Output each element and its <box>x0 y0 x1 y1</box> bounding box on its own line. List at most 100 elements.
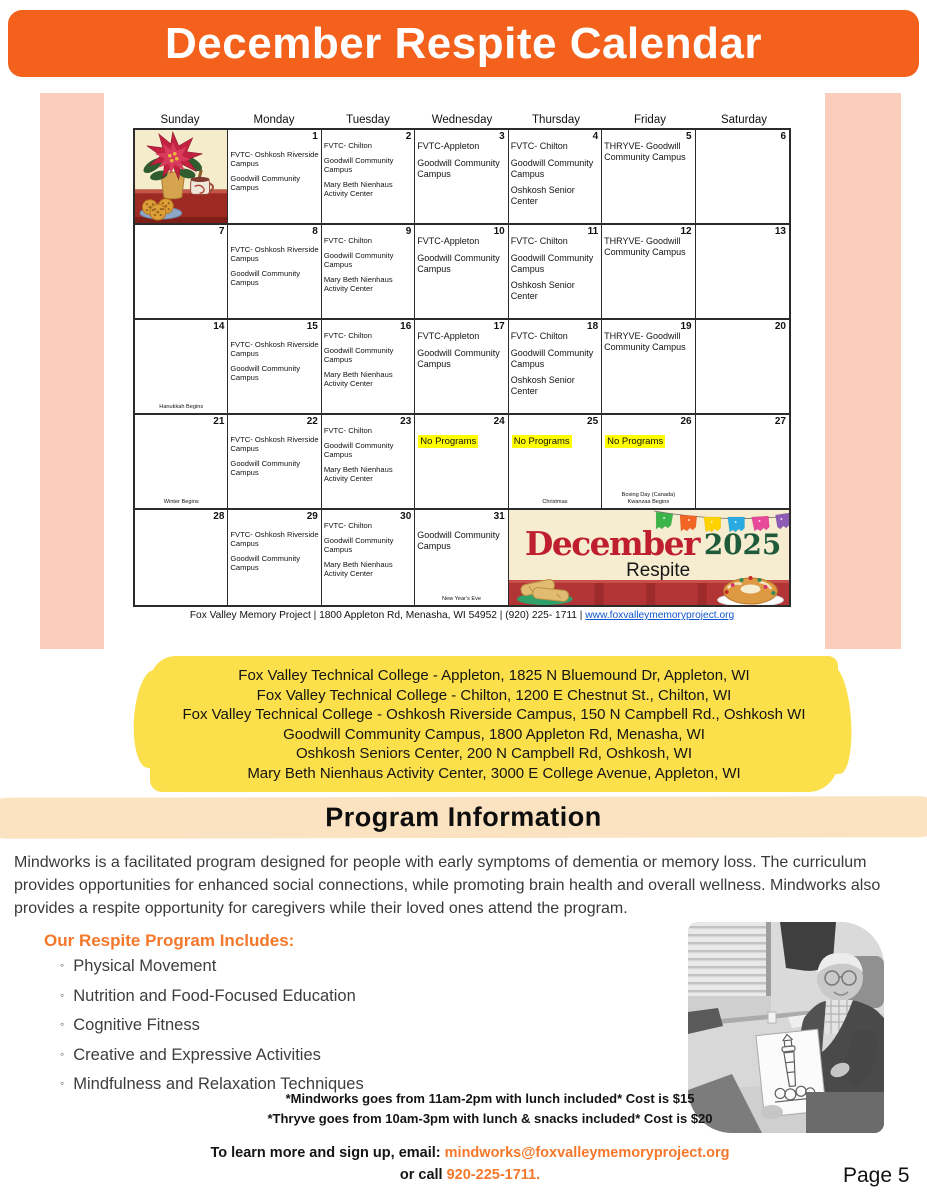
location-line: Oshkosh Seniors Center, 200 N Campbell R… <box>295 745 692 762</box>
respite-program-heading: Our Respite Program Includes: <box>44 931 295 950</box>
day-header-thursday: Thursday <box>532 114 580 126</box>
program-description: Mindworks is a facilitated program desig… <box>14 854 881 917</box>
no-programs-label: No Programs <box>418 435 479 449</box>
list-item-label: Nutrition and Food-Focused Education <box>73 986 356 1005</box>
list-item: ◦ Cognitive Fitness <box>60 1016 364 1035</box>
holiday-note: Winter Begins <box>163 499 199 506</box>
mindworks-cost-note: *Mindworks goes from 11am-2pm with lunch… <box>285 1091 695 1106</box>
location-line: Fox Valley Technical College - Chilton, … <box>256 686 732 704</box>
day-number: 18 <box>587 321 599 332</box>
calendar-event: Goodwill Community Campus <box>230 174 301 193</box>
calendar-event: FVTC- Chilton <box>323 521 372 530</box>
man-holding-lighthouse-drawing-photo <box>688 922 884 1133</box>
day-number: 31 <box>493 511 505 522</box>
contact-phone-link[interactable]: 920-225-1711. <box>446 1167 541 1183</box>
cost-notes: *Mindworks goes from 11am-2pm with lunch… <box>230 1089 750 1129</box>
holiday-note: Boxing Day (Canada)Kwanzaa Begins <box>621 491 676 506</box>
calendar-event: FVTC-Appleton <box>417 141 480 151</box>
circle-bullet-icon: ◦ <box>60 1076 65 1090</box>
list-item-label: Cognitive Fitness <box>73 1016 200 1034</box>
calendar-event: Goodwill Community Campus <box>323 441 394 460</box>
calendar-day-header-row: Sunday Monday Tuesday Wednesday Thursday… <box>133 114 791 126</box>
day-number: 24 <box>493 416 505 427</box>
calendar-event: FVTC- Oshkosh Riverside Campus <box>230 150 319 169</box>
calendar-day-cell: December 2025 Respite <box>508 510 789 605</box>
calendar-footer-link[interactable]: www.foxvalleymemoryproject.org <box>585 610 735 621</box>
day-number: 27 <box>774 416 786 427</box>
day-number: 22 <box>306 416 318 427</box>
calendar-event: FVTC- Chilton <box>323 331 372 340</box>
list-item: ◦Physical Movement <box>60 957 364 976</box>
day-number: 30 <box>400 511 412 522</box>
day-header-wednesday: Wednesday <box>431 114 493 126</box>
calendar-event: Goodwill Community Campus <box>510 252 594 274</box>
location-line: Mary Beth Nienhaus Activity Center, 3000… <box>247 764 741 782</box>
day-header-sunday: Sunday <box>160 114 200 126</box>
location-line: Fox Valley Technical College - Appleton,… <box>238 667 750 684</box>
contact-email-prefix: To learn more and sign up, email: <box>210 1145 445 1161</box>
calendar-event: FVTC- Oshkosh Riverside Campus <box>230 435 319 454</box>
day-number: 19 <box>680 321 692 332</box>
day-header-tuesday: Tuesday <box>346 114 390 126</box>
contact-info: To learn more and sign up, email: mindwo… <box>150 1142 790 1186</box>
day-number: 5 <box>686 131 692 142</box>
day-header-monday: Monday <box>253 114 295 126</box>
contact-email-link[interactable]: mindworks@foxvalleymemoryproject.org <box>444 1145 730 1161</box>
calendar-day-cell: 13 <box>695 225 789 320</box>
day-number: 2 <box>405 131 412 142</box>
locations-highlight-block: Fox Valley Technical College - Appleton,… <box>150 656 838 792</box>
day-number: 26 <box>680 416 692 427</box>
banner-year: 2025 <box>704 528 781 561</box>
circle-bullet-icon: ◦ <box>60 958 65 972</box>
respite-program-list: ◦Physical Movement ◦ Nutrition and Food-F… <box>60 957 364 1105</box>
day-number: 15 <box>306 321 318 332</box>
list-item: ◦Creative and Expressive Activities <box>60 1046 364 1065</box>
page-number: Page 5 <box>843 1164 910 1187</box>
day-number: 13 <box>774 226 786 237</box>
list-item-label: Creative and Expressive Activities <box>73 1045 321 1064</box>
calendar-event: Mary Beth Nienhaus Activity Center <box>323 370 393 389</box>
day-number: 16 <box>400 321 412 332</box>
calendar-event: Oshkosh Senior Center <box>510 185 575 207</box>
holiday-note: Hanukkah Begins <box>159 404 204 411</box>
day-number: 28 <box>213 511 225 522</box>
list-item: ◦ Mindfulness and Relaxation Techniques <box>60 1075 364 1094</box>
calendar-event: FVTC- Chilton <box>510 236 568 246</box>
no-programs-label: No Programs <box>511 435 572 449</box>
calendar-event: FVTC- Oshkosh Riverside Campus <box>230 340 319 359</box>
calendar-event: Goodwill Community Campus <box>230 269 301 288</box>
page-header-banner: December Respite Calendar <box>8 10 919 77</box>
calendar-event: FVTC-Appleton <box>417 331 480 341</box>
poinsettia-illustration <box>135 130 228 223</box>
calendar-event: Goodwill Community Campus <box>510 157 594 179</box>
day-number: 10 <box>493 226 505 237</box>
participant-photo <box>688 922 884 1133</box>
calendar-event: THRYVE- Goodwill Community Campus <box>604 141 686 162</box>
calendar-event: Oshkosh Senior Center <box>510 280 575 302</box>
calendar-event: THRYVE- Goodwill Community Campus <box>604 331 686 352</box>
list-item-label: Mindfulness and Relaxation Techniques <box>73 1075 364 1093</box>
day-number: 11 <box>587 226 599 237</box>
day-number: 7 <box>218 226 225 237</box>
location-line: Goodwill Community Campus, 1800 Appleton… <box>283 725 705 743</box>
circle-bullet-icon: ◦ <box>60 1017 65 1031</box>
no-programs-label: No Programs <box>605 435 666 449</box>
day-number: 23 <box>400 416 412 427</box>
